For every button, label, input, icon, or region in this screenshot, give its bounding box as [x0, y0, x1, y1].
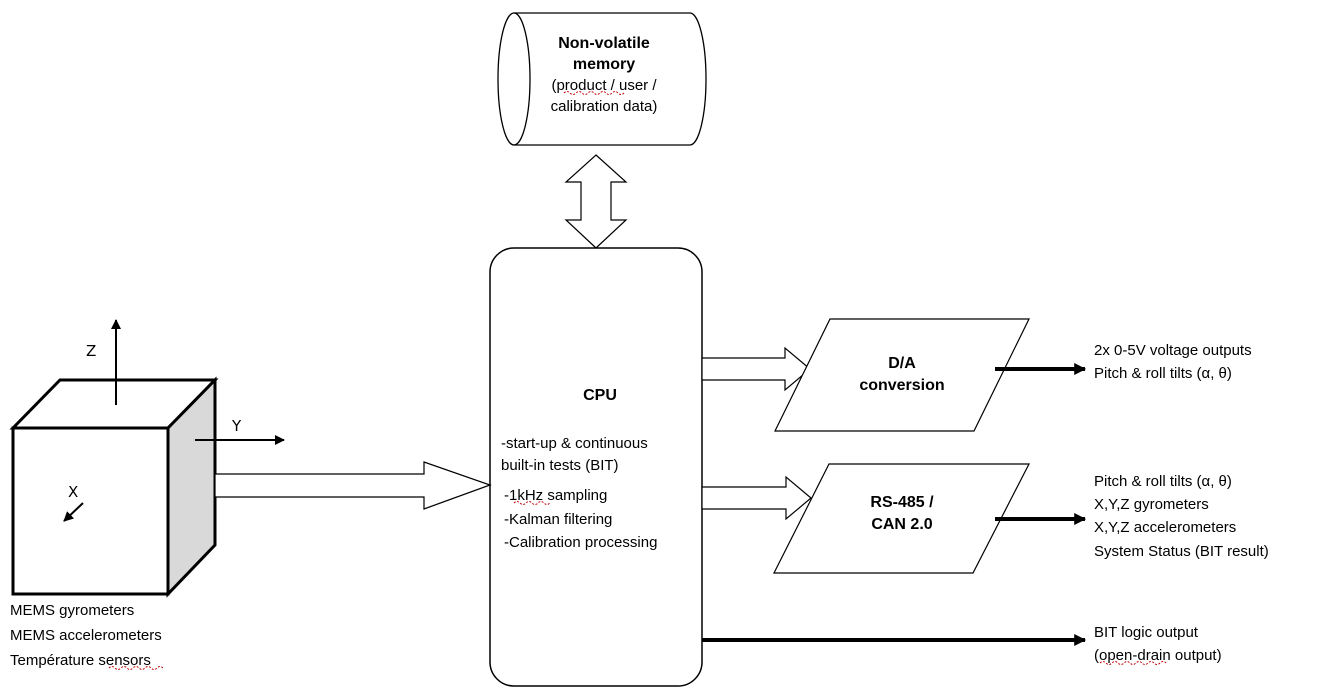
cpu-title: CPU [583, 387, 617, 404]
spellcheck-underline [563, 91, 625, 95]
memory-cpu-double-arrow [564, 154, 628, 249]
rs-output-text: Pitch & roll tilts (α, θ) [1094, 473, 1232, 490]
bit-output-line1: BIT logic output [1094, 624, 1199, 641]
bit-output-line2: (open-drain output) [1094, 647, 1222, 664]
spellcheck-underline [1099, 661, 1167, 665]
rs-output-text: X,Y,Z accelerometers [1094, 519, 1236, 536]
da-conversion-block: D/A conversion [774, 318, 1030, 432]
memory-title-line2: memory [573, 56, 635, 73]
sensor-cube [9, 376, 219, 598]
memory-desc-line1: (product / user / [551, 77, 657, 94]
rs-output-text: System Status (BIT result) [1094, 543, 1269, 560]
sensor-to-cpu-arrow [214, 461, 492, 510]
rs-output-text: X,Y,Z gyrometers [1094, 496, 1209, 513]
da-line2: conversion [859, 377, 944, 394]
sensor-label: MEMS accelerometers [10, 627, 162, 644]
cpu-line: -start-up & continuous [501, 435, 648, 452]
rs-line2: CAN 2.0 [871, 516, 932, 533]
memory-title-line1: Non-volatile [558, 35, 650, 52]
sensor-label: MEMS gyrometers [10, 602, 134, 619]
rs-line1: RS-485 / [870, 494, 934, 511]
axis-z-label: Z [86, 342, 96, 360]
cpu-to-da-arrow [701, 346, 811, 392]
da-output-text: Pitch & roll tilts (α, θ) [1094, 365, 1232, 382]
memory-desc-line2: calibration data) [551, 98, 658, 115]
axis-x-label: X [68, 483, 78, 501]
axis-y-label: Y [231, 417, 242, 435]
cpu-line: -1kHz sampling [504, 487, 607, 504]
da-line1: D/A [888, 355, 916, 372]
cpu-block: CPU -start-up & continuous built-in test… [489, 247, 703, 687]
da-output-text: 2x 0-5V voltage outputs [1094, 342, 1252, 359]
cpu-line: -Calibration processing [504, 534, 657, 551]
cpu-line: built-in tests (BIT) [501, 457, 619, 474]
cpu-line: -Kalman filtering [504, 511, 612, 528]
memory-cylinder: Non-volatile memory (product / user / ca… [497, 12, 707, 146]
x-axis-arrow [63, 502, 84, 522]
sensor-label: Température sensors [10, 652, 151, 669]
rs485-can-block: RS-485 / CAN 2.0 [773, 463, 1030, 574]
cpu-to-rs-arrow [701, 475, 812, 521]
spellcheck-underline [108, 666, 164, 670]
